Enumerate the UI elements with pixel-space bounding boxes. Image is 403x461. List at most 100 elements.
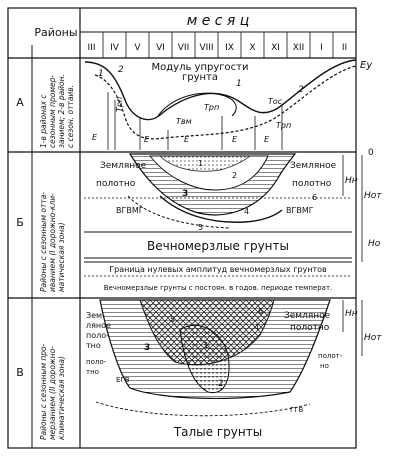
svg-text:1: 1: [204, 341, 209, 350]
svg-text:Земляное: Земляное: [284, 311, 331, 321]
svg-text:иванием (I дорожно-кли-: иванием (I дорожно-кли-: [48, 193, 57, 292]
svg-text:ГГВ: ГГВ: [290, 406, 304, 414]
row-c-side-text: Районы с сезонным про- мерзанием (II дор…: [39, 343, 66, 440]
month-label: VI: [156, 43, 165, 53]
svg-text:поло-: поло-: [86, 358, 107, 366]
svg-text:Tвм: Tвм: [176, 117, 192, 126]
month-header: м е с я ц: [187, 13, 250, 29]
svg-text:3: 3: [182, 189, 188, 199]
depth-dimensions-c: [342, 300, 363, 356]
freeze-zone-dots: [179, 324, 230, 394]
svg-text:сезонным промер-: сезонным промер-: [48, 75, 57, 148]
zero-amplitude-boundary: Граница нулевых амплитуд вечномерзлых гр…: [109, 265, 327, 274]
svg-text:E: E: [184, 135, 190, 144]
month-label: V: [134, 43, 141, 53]
svg-text:полотно: полотно: [292, 179, 332, 189]
month-label: II: [342, 43, 347, 53]
constant-temp-permafrost: Вечномерзлые грунты с постоян. в годов. …: [104, 284, 333, 292]
modulus-curve-1: [84, 59, 357, 121]
svg-text:Hо: Hо: [368, 239, 381, 249]
svg-text:Hот: Hот: [364, 191, 382, 201]
depth-dimensions-b: [342, 155, 363, 262]
svg-text:Tрп: Tрп: [204, 103, 219, 112]
svg-text:6: 6: [312, 193, 317, 202]
modulus-curve-2: [94, 65, 357, 140]
svg-text:климатическая зона): климатическая зона): [57, 356, 66, 440]
row-c-letter: В: [16, 366, 24, 379]
svg-text:ляное: ляное: [86, 321, 111, 330]
month-label: III: [88, 43, 96, 53]
month-label: X: [249, 43, 255, 53]
svg-text:2: 2: [118, 65, 124, 75]
row-b-side-text: Районы с сезонным отта- иванием (I дорож…: [39, 192, 66, 292]
modulus-title: Модуль упругости: [152, 62, 249, 73]
modulus-title-2: грунта: [182, 72, 218, 83]
svg-text:Районы с сезонным про-: Районы с сезонным про-: [39, 343, 48, 440]
svg-text:Районы с сезонным отта-: Районы с сезонным отта-: [39, 192, 48, 292]
svg-text:ВГВМГ: ВГВМГ: [286, 206, 314, 215]
svg-text:но: но: [320, 362, 329, 370]
svg-text:1: 1: [98, 69, 104, 79]
svg-text:1: 1: [236, 79, 242, 89]
svg-text:1-в районах с: 1-в районах с: [39, 94, 48, 148]
svg-text:0: 0: [368, 148, 374, 158]
svg-text:1: 1: [198, 159, 203, 168]
modulus-curve-vm: [157, 92, 237, 117]
diagram-frame: [7, 7, 357, 449]
svg-text:поло-: поло-: [86, 331, 109, 340]
svg-text:Hн: Hн: [345, 176, 358, 186]
svg-text:2: 2: [232, 171, 237, 180]
districts-header: Районы: [34, 26, 77, 39]
row-a-side-text: 1-в районах с сезонным промер- занием; 2…: [39, 74, 75, 148]
svg-text:2: 2: [298, 85, 304, 95]
svg-text:E: E: [144, 135, 150, 144]
month-label: XI: [271, 43, 280, 53]
svg-text:матическая зона): матическая зона): [57, 222, 66, 292]
thawed-soils-label: Талые грунты: [173, 425, 262, 439]
month-label: VII: [178, 43, 189, 53]
svg-text:Tрп: Tрп: [115, 97, 124, 112]
month-label: XII: [293, 43, 304, 53]
svg-text:Зем-: Зем-: [86, 311, 105, 320]
svg-text:4: 4: [244, 207, 249, 216]
svg-text:E: E: [264, 135, 270, 144]
svg-text:Tрп: Tрп: [276, 121, 291, 130]
svg-text:3: 3: [144, 343, 150, 353]
svg-text:полотно: полотно: [290, 323, 330, 333]
month-label: VIII: [199, 43, 213, 53]
ey-label: Eу: [360, 60, 373, 71]
svg-text:4: 4: [254, 323, 259, 332]
svg-text:занием; 2-в район.: занием; 2-в район.: [57, 74, 66, 148]
month-label: I: [320, 43, 323, 53]
svg-text:ВГВМГ: ВГВМГ: [116, 206, 144, 215]
svg-text:5: 5: [170, 315, 175, 324]
svg-text:2: 2: [218, 379, 224, 389]
svg-text:полотно: полотно: [96, 179, 136, 189]
thaw-basin-inner: [159, 155, 252, 172]
svg-text:мерзанием (II дорожно-: мерзанием (II дорожно-: [48, 346, 57, 440]
month-label: IX: [225, 43, 234, 53]
row-a-letter: А: [16, 96, 24, 109]
svg-text:5: 5: [198, 223, 203, 232]
svg-text:6: 6: [258, 307, 263, 316]
svg-text:E: E: [92, 133, 98, 142]
svg-text:Tос: Tос: [268, 97, 283, 106]
svg-text:тно: тно: [86, 341, 101, 350]
month-label: IV: [110, 43, 120, 53]
svg-text:ЕГВ: ЕГВ: [116, 376, 130, 384]
month-grid: [102, 32, 334, 58]
row-b-letter: Б: [16, 216, 24, 229]
svg-text:тно: тно: [86, 368, 99, 376]
svg-text:E: E: [232, 135, 238, 144]
svg-text:Земляное: Земляное: [290, 161, 337, 171]
svg-text:Hот: Hот: [364, 333, 382, 343]
svg-text:Hн: Hн: [345, 309, 358, 319]
svg-text:с сезон. оттаив.: с сезон. оттаив.: [66, 85, 75, 148]
svg-text:полот-: полот-: [318, 352, 343, 360]
thaw-tail: [159, 195, 283, 223]
modulus-verticals: [107, 92, 283, 150]
permafrost-label: Вечномерзлые грунты: [147, 239, 289, 253]
svg-text:Земляное: Земляное: [100, 161, 147, 171]
